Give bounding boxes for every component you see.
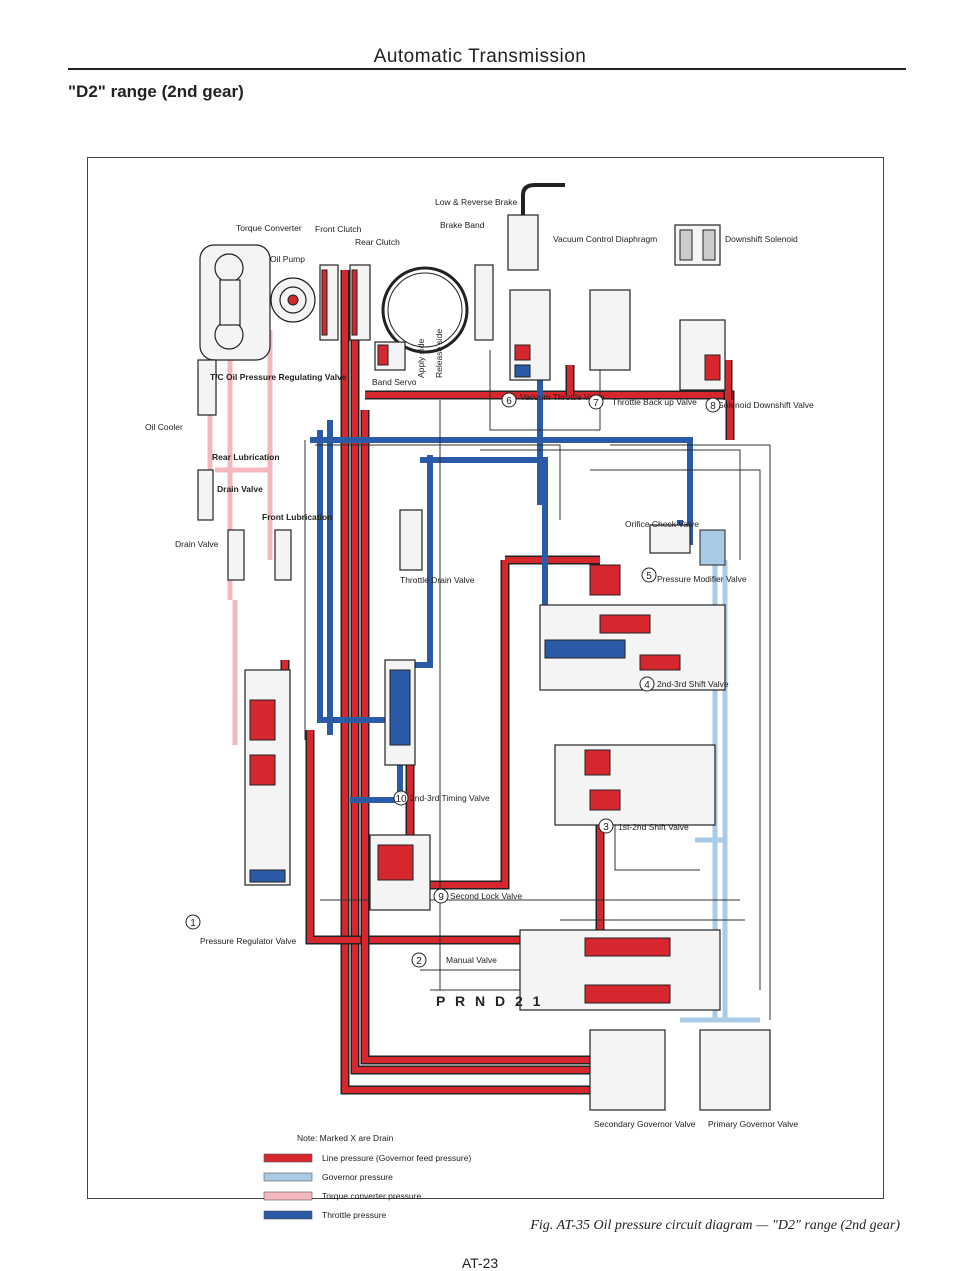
drain-valve-lower-body bbox=[227, 529, 245, 581]
second-lock-valve-label: Second Lock Valve bbox=[450, 891, 522, 901]
throttle-back-up-valve-label: Throttle Back up Valve bbox=[612, 397, 697, 407]
manual-valve-body bbox=[519, 929, 721, 1011]
band-servo bbox=[374, 341, 406, 371]
page-subtitle: "D2" range (2nd gear) bbox=[68, 82, 244, 101]
apply-side-label: Apply side bbox=[416, 339, 426, 378]
legend-swatch bbox=[263, 1172, 313, 1182]
vacuum-control-diaphragm bbox=[507, 183, 565, 271]
secondary-governor-valve-body bbox=[589, 1029, 666, 1111]
marker-3: 3 bbox=[598, 818, 614, 834]
band-servo-label: Band Servo bbox=[372, 377, 417, 387]
tc-regulating-valve-label: T/C Oil Pressure Regulating Valve bbox=[210, 372, 347, 382]
orifice-check-valve-label: Orifice Check Valve bbox=[625, 519, 699, 529]
primary-governor-valve-label: Primary Governor Valve bbox=[708, 1119, 798, 1129]
legend-swatch bbox=[263, 1210, 313, 1220]
legend: Note: Marked X are Drain Line pressure (… bbox=[263, 1133, 471, 1220]
throttle-back-up-valve-body bbox=[589, 289, 631, 371]
svg-text:3: 3 bbox=[603, 822, 609, 833]
vacuum-control-diaphragm-label: Vacuum Control Diaphragm bbox=[553, 234, 657, 244]
solenoid-downshift-valve-label: Solenoid Downshift Valve bbox=[718, 400, 814, 410]
header-rule bbox=[68, 68, 906, 70]
torque-converter bbox=[199, 244, 271, 361]
rear-clutch-label: Rear Clutch bbox=[355, 237, 400, 247]
vacuum-throttle-valve-body bbox=[509, 289, 551, 381]
marker-2: 2 bbox=[411, 952, 427, 968]
marker-9: 9 bbox=[433, 888, 449, 904]
pressure-modifier-valve-label: Pressure Modifier Valve bbox=[657, 574, 747, 584]
svg-text:7: 7 bbox=[593, 398, 599, 409]
marker-7: 7 bbox=[588, 394, 604, 410]
vacuum-throttle-valve-label: Vacuum Throttle Valve bbox=[520, 392, 605, 402]
svg-text:1: 1 bbox=[190, 918, 196, 929]
legend-label: Line pressure (Governor feed pressure) bbox=[322, 1153, 471, 1163]
orifice-check-valve-body bbox=[649, 524, 726, 566]
throttle-drain-valve-label: Throttle Drain Valve bbox=[400, 575, 475, 585]
secondary-governor-valve-label: Secondary Governor Valve bbox=[594, 1119, 696, 1129]
marker-4: 4 bbox=[639, 676, 655, 692]
front-clutch-label: Front Clutch bbox=[315, 224, 362, 234]
pressure-regulator-valve-label: Pressure Regulator Valve bbox=[200, 936, 296, 946]
shift-2-3-valve-label: 2nd-3rd Shift Valve bbox=[657, 679, 729, 689]
svg-text:6: 6 bbox=[506, 396, 512, 407]
page-number: AT-23 bbox=[461, 1255, 499, 1271]
shift-1-2-valve-label: 1st-2nd Shift Valve bbox=[618, 822, 689, 832]
manual-valve-label: Manual Valve bbox=[446, 955, 497, 965]
legend-label: Governor pressure bbox=[322, 1172, 393, 1182]
primary-governor-valve-body bbox=[699, 1029, 771, 1111]
svg-text:4: 4 bbox=[644, 680, 650, 691]
front-clutch bbox=[319, 264, 339, 341]
timing-2-3-valve-body bbox=[384, 659, 416, 766]
pressure-regulator-valve-body bbox=[244, 669, 291, 886]
svg-text:8: 8 bbox=[710, 401, 716, 412]
second-lock-valve-body bbox=[369, 834, 431, 911]
release-side-label: Release side bbox=[434, 329, 444, 378]
legend-swatch bbox=[263, 1191, 313, 1201]
pressure-modifier-valve-body bbox=[589, 564, 621, 596]
front-lubrication-label: Front Lubrication bbox=[262, 512, 332, 522]
marker-8: 8 bbox=[705, 397, 721, 413]
marker-6: 6 bbox=[501, 392, 517, 408]
svg-text:5: 5 bbox=[646, 571, 652, 582]
shift-2-3-valve-body bbox=[539, 604, 726, 691]
solenoid-downshift-valve-body bbox=[679, 319, 726, 391]
brake-band-label: Brake Band bbox=[440, 220, 485, 230]
drain-valve-label: Drain Valve bbox=[175, 539, 219, 549]
throttle-drain-valve-body bbox=[399, 509, 423, 571]
legend-note: Note: Marked X are Drain bbox=[297, 1133, 394, 1143]
legend-label: Torque converter pressure bbox=[322, 1191, 421, 1201]
torque-converter-label: Torque Converter bbox=[236, 223, 302, 233]
page-header: Automatic Transmission bbox=[373, 46, 587, 67]
downshift-solenoid bbox=[674, 224, 721, 266]
drain-valve-upper-label: Drain Valve bbox=[217, 484, 263, 494]
timing-2-3-valve-label: 2nd-3rd Timing Valve bbox=[410, 793, 490, 803]
rear-lubrication-label: Rear Lubrication bbox=[212, 452, 280, 462]
marker-10: 10 bbox=[393, 790, 409, 806]
shift-1-2-valve-body bbox=[554, 744, 716, 826]
selector-positions: P R N D 2 1 bbox=[436, 993, 543, 1009]
svg-text:10: 10 bbox=[395, 794, 407, 805]
low-reverse-brake-label: Low & Reverse Brake bbox=[435, 197, 517, 207]
figure-caption: Fig. AT-35 Oil pressure circuit diagram … bbox=[530, 1218, 900, 1233]
oil-pump-label: Oil Pump bbox=[270, 254, 305, 264]
downshift-solenoid-label: Downshift Solenoid bbox=[725, 234, 798, 244]
svg-text:2: 2 bbox=[416, 956, 422, 967]
diagram-frame bbox=[87, 157, 884, 1199]
marker-1: 1 bbox=[185, 914, 201, 930]
drain-valve-upper-body bbox=[197, 469, 214, 521]
brake-band bbox=[381, 266, 469, 354]
tc-oil-pressure-regulating-valve-body bbox=[197, 359, 217, 416]
oil-pump bbox=[270, 277, 316, 323]
legend-label: Throttle pressure bbox=[322, 1210, 387, 1220]
rear-clutch bbox=[349, 264, 371, 341]
oil-cooler-label: Oil Cooler bbox=[145, 422, 183, 432]
legend-swatch bbox=[263, 1153, 313, 1163]
low-reverse-brake bbox=[474, 264, 494, 341]
svg-text:9: 9 bbox=[438, 892, 444, 903]
front-lubrication-body bbox=[274, 529, 292, 581]
marker-5: 5 bbox=[641, 567, 657, 583]
